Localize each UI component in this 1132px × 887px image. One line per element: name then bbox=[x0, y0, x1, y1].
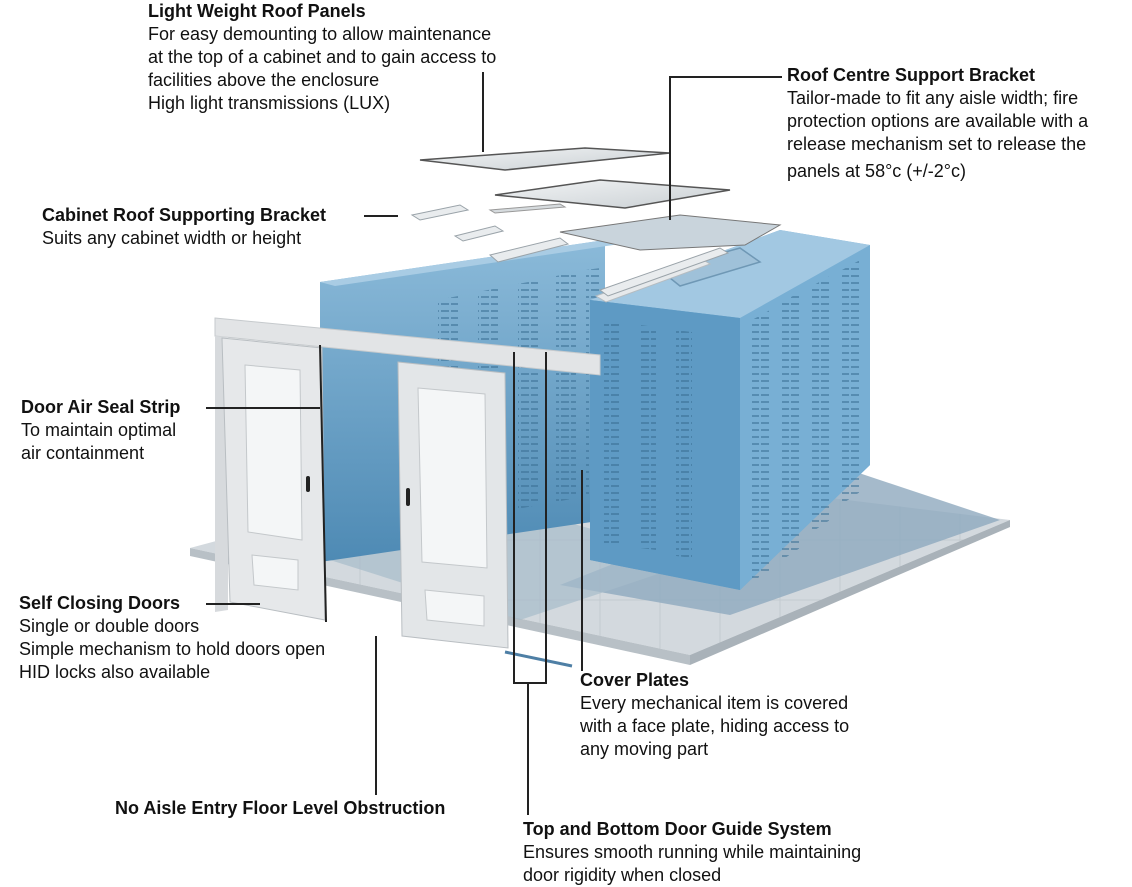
callout-line: with a face plate, hiding access to bbox=[580, 716, 850, 736]
callout-line: To maintain optimal bbox=[21, 420, 177, 440]
callout-cover-plates: Cover Plates Every mechanical item is co… bbox=[580, 669, 849, 761]
callout-line: Suits any cabinet width or height bbox=[42, 228, 302, 248]
callout-roof-panels: Light Weight Roof Panels For easy demoun… bbox=[148, 0, 496, 115]
leader-roof-centre bbox=[669, 76, 782, 220]
callout-self-closing: Self Closing Doors Single or double door… bbox=[19, 592, 325, 684]
callout-title: Cabinet Roof Supporting Bracket bbox=[42, 205, 327, 225]
callout-line: Tailor-made to fit any aisle width; fire bbox=[787, 88, 1079, 108]
callout-line: protection options are available with a bbox=[787, 111, 1089, 131]
callout-line: facilities above the enclosure bbox=[148, 70, 380, 90]
callout-door-guide: Top and Bottom Door Guide System Ensures… bbox=[523, 818, 861, 887]
leader-lines bbox=[206, 72, 782, 815]
callout-line: Single or double doors bbox=[19, 616, 200, 636]
callout-floor-level: No Aisle Entry Floor Level Obstruction bbox=[115, 798, 446, 818]
callout-line: any moving part bbox=[580, 739, 709, 759]
callout-line: release mechanism set to release the bbox=[787, 134, 1087, 154]
callout-door-seal: Door Air Seal Strip To maintain optimal … bbox=[21, 396, 180, 465]
callout-line: at the top of a cabinet and to gain acce… bbox=[148, 47, 497, 67]
callout-line: Simple mechanism to hold doors open bbox=[19, 639, 326, 659]
callout-line: door rigidity when closed bbox=[523, 865, 722, 885]
callout-title: Top and Bottom Door Guide System bbox=[523, 819, 832, 839]
roof-panels bbox=[419, 147, 782, 251]
callout-line: air containment bbox=[21, 443, 145, 463]
callout-cabinet-roof: Cabinet Roof Supporting Bracket Suits an… bbox=[42, 204, 326, 250]
callout-line: Ensures smooth running while maintaining bbox=[523, 842, 862, 862]
cabinet-roof-brackets bbox=[410, 204, 730, 297]
cabinet-row-right bbox=[590, 230, 870, 590]
callout-line: HID locks also available bbox=[19, 662, 211, 682]
callout-line: High light transmissions (LUX) bbox=[148, 93, 391, 113]
callout-title: Light Weight Roof Panels bbox=[148, 1, 366, 21]
callout-line: panels at 58°c (+/-2°c) bbox=[787, 161, 966, 181]
callout-line: For easy demounting to allow maintenance bbox=[148, 24, 492, 44]
callout-title: Cover Plates bbox=[580, 670, 690, 690]
leader-door-guide-bracket bbox=[513, 352, 547, 684]
callout-title: Door Air Seal Strip bbox=[21, 397, 181, 417]
callout-title: Roof Centre Support Bracket bbox=[787, 65, 1036, 85]
callout-line: Every mechanical item is covered bbox=[580, 693, 849, 713]
callout-title: Self Closing Doors bbox=[19, 593, 181, 613]
callout-roof-centre: Roof Centre Support Bracket Tailor-made … bbox=[787, 64, 1088, 183]
